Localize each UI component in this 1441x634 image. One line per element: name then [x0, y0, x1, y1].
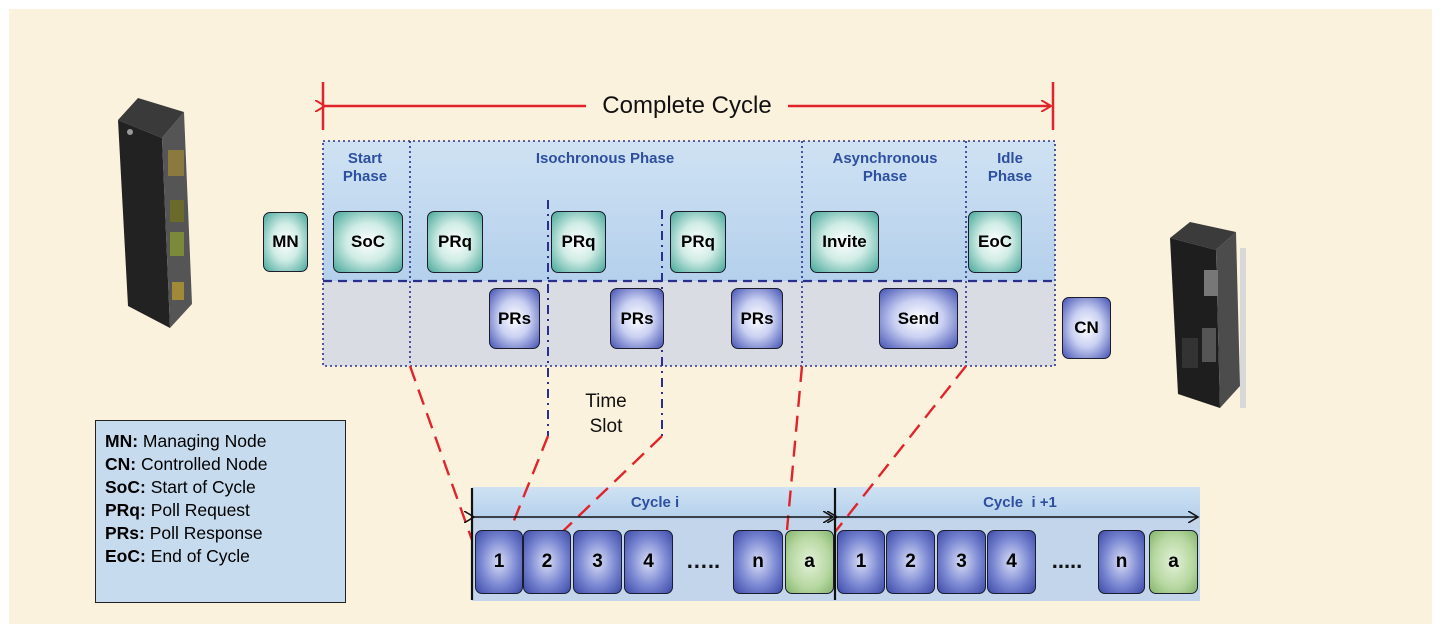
cycle-i1-slot-2: 2: [886, 530, 935, 594]
cycle-i-slot-4: 4: [624, 530, 673, 594]
managing-node-device-image: [118, 98, 192, 328]
legend-row-cn: CN: Controlled Node: [105, 454, 268, 474]
cycle-i-slot-3: 3: [573, 530, 622, 594]
complete-cycle-label: Complete Cycle: [602, 92, 772, 119]
send-frame: Send: [879, 288, 958, 349]
mn-node: MN: [263, 212, 308, 272]
soc-frame: SoC: [333, 211, 403, 273]
cycle-i-slot-n: n: [733, 530, 783, 594]
prs-frame-2: PRs: [610, 288, 664, 349]
cycle-i-slot-a: a: [785, 530, 834, 594]
time-slot-label: Time Slot: [566, 389, 646, 439]
legend-row-eoc: EoC: End of Cycle: [105, 546, 250, 566]
cycle-i1-slot-n: n: [1098, 530, 1145, 594]
cycle-i-slot-1: 1: [475, 530, 523, 594]
legend-row-mn: MN: Managing Node: [105, 431, 267, 451]
prq-frame-3: PRq: [670, 211, 726, 273]
time-slot-line-1: Time: [585, 391, 627, 412]
invite-frame: Invite: [810, 211, 879, 273]
start-phase-label: Start Phase: [342, 150, 388, 185]
red-dashed-connectors: [408, 365, 967, 541]
isochronous-phase-label: Isochronous Phase: [535, 150, 675, 167]
cycle-i1-slot-4: 4: [987, 530, 1036, 594]
legend-row-prs: PRs: Poll Response: [105, 523, 263, 543]
cycle-i-ellipsis: …..: [685, 548, 721, 573]
cycle-i1-slot-3: 3: [937, 530, 986, 594]
asynchronous-phase-label: Asynchronous Phase: [832, 150, 938, 185]
cycle-separators: [472, 488, 1198, 600]
prs-frame-3: PRs: [731, 288, 783, 349]
prq-frame-2: PRq: [551, 211, 606, 273]
legend-box: MN: Managing Node CN: Controlled Node So…: [95, 420, 346, 603]
idle-phase-label: Idle Phase: [987, 150, 1033, 185]
legend-row-prq: PRq: Poll Request: [105, 500, 250, 520]
time-slot-line-2: Slot: [589, 416, 623, 437]
legend-row-soc: SoC: Start of Cycle: [105, 477, 256, 497]
prs-frame-1: PRs: [489, 288, 540, 349]
cycle-i-label: Cycle i: [630, 494, 680, 511]
cycle-i1-slot-1: 1: [837, 530, 885, 594]
prq-frame-1: PRq: [427, 211, 483, 273]
cycle-i1-slot-a: a: [1149, 530, 1198, 594]
controlled-node-device-image: [1170, 222, 1246, 408]
eoc-frame: EoC: [968, 211, 1022, 273]
cycle-i1-label: Cycle i +1: [983, 494, 1057, 511]
complete-cycle-bracket: [323, 82, 1055, 130]
cycle-i-slot-2: 2: [523, 530, 571, 594]
cn-node: CN: [1062, 297, 1111, 359]
cycle-i1-ellipsis: .....: [1051, 548, 1083, 573]
